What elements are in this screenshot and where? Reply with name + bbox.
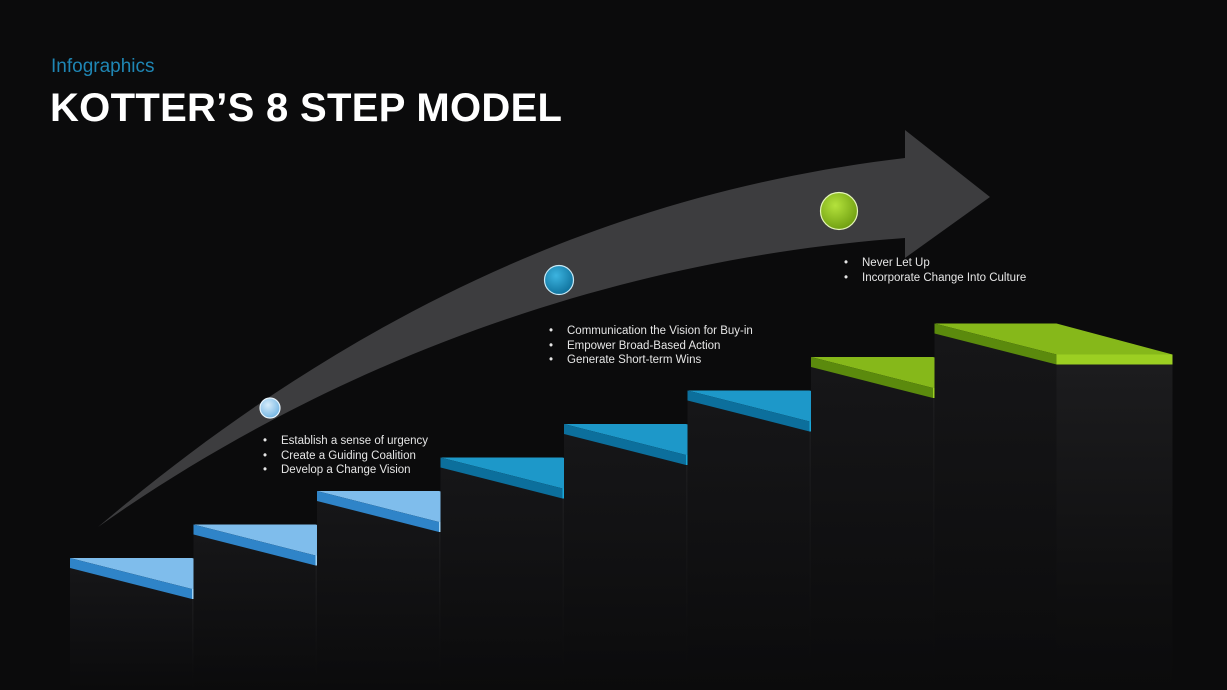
bullet-item: Establish a sense of urgency [263,434,428,449]
step-front-face [1056,364,1173,690]
step-side-face [70,568,192,690]
steps-group [70,323,1173,690]
step-group-1-bullets: Establish a sense of urgency Create a Gu… [263,434,428,478]
step-side-face [193,534,316,690]
step-side-face [564,434,686,690]
step-bevel [564,424,686,465]
step-edge [1056,354,1173,365]
step-side-face [440,467,563,690]
bullet-item: Never Let Up [844,256,1026,271]
milestone-circle-1 [259,397,281,419]
bullet-item: Generate Short-term Wins [549,353,753,368]
bullet-item: Incorporate Change Into Culture [844,271,1026,286]
step-group-3-bullets: Never Let Up Incorporate Change Into Cul… [844,256,1026,285]
step-side-face [934,333,1057,690]
bullet-item: Communication the Vision for Buy-in [549,324,753,339]
step-bevel [934,323,1057,365]
bullet-item: Create a Guiding Coalition [263,449,428,464]
step-side-face [317,501,439,690]
growth-arrow [98,130,990,527]
step-group-2-bullets: Communication the Vision for Buy-in Empo… [549,324,753,368]
step-bevel [193,524,316,566]
bullet-item: Empower Broad-Based Action [549,339,753,354]
step-bevel [811,357,933,398]
milestone-circle-3 [819,191,859,231]
slide-subtitle: Infographics [51,56,155,77]
step-bevel [440,457,563,499]
step-top-face [934,323,1173,355]
step-side-face [687,400,810,690]
step-side-face [811,367,933,690]
slide-title: KOTTER’S 8 STEP MODEL [50,86,563,130]
step-bevel [317,491,439,532]
step-bevel [687,390,810,432]
stair-step-8 [934,323,1173,690]
milestone-circle-2 [543,264,575,296]
step-bevel [70,558,192,599]
bullet-item: Develop a Change Vision [263,463,428,478]
